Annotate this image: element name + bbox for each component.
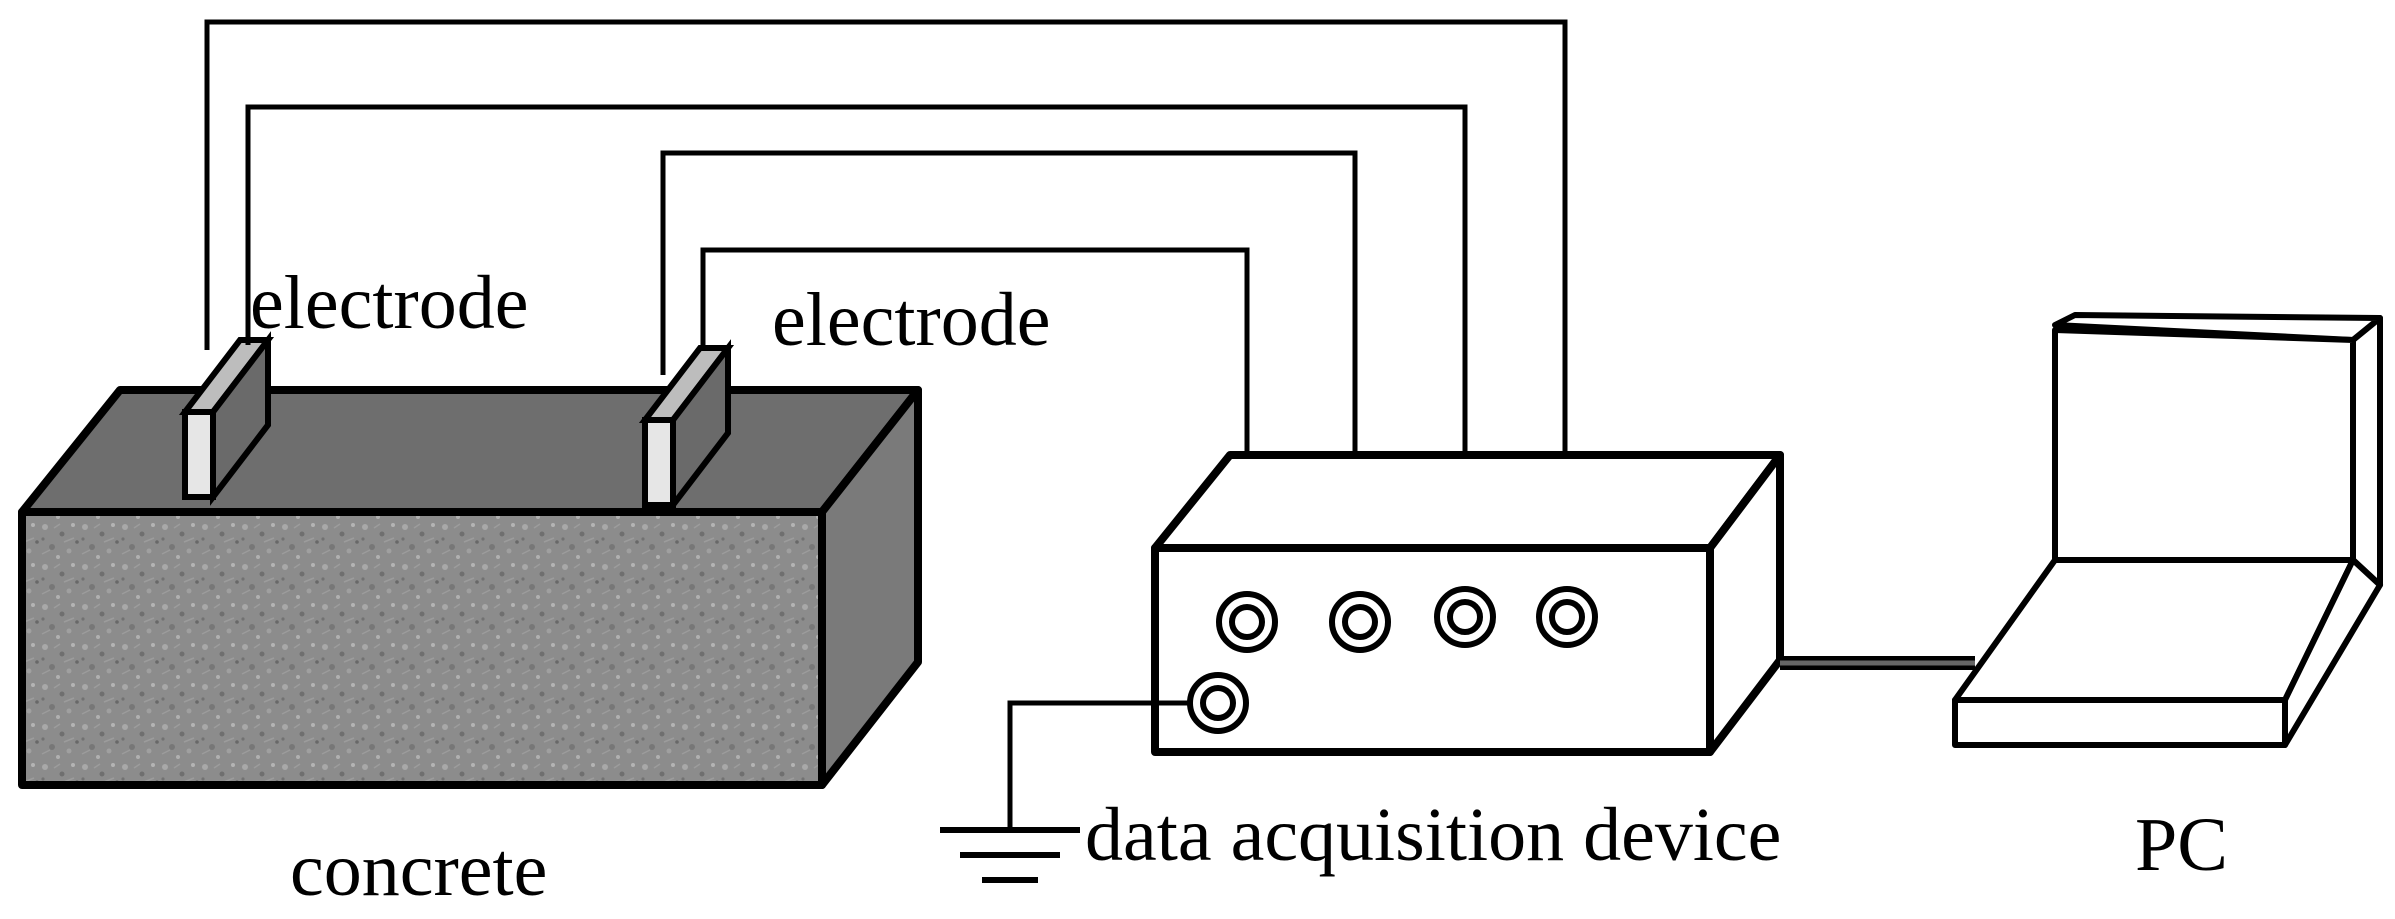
concrete-front-face xyxy=(18,508,826,789)
data-acquisition-device xyxy=(1151,451,1784,756)
daq-terminal-3 xyxy=(1434,586,1496,648)
wire-2 xyxy=(245,104,1468,598)
pc-label: PC xyxy=(2135,803,2228,887)
daq-top-face xyxy=(1151,451,1784,552)
daq-terminal-4 xyxy=(1536,586,1598,648)
concrete-block xyxy=(18,386,922,789)
wire-4 xyxy=(700,247,1250,598)
daq-terminal-2 xyxy=(1329,591,1391,653)
electrode-left-label: electrode xyxy=(250,261,528,345)
ground-symbol-icon xyxy=(940,827,1080,883)
electrode-left xyxy=(178,331,275,506)
laptop-icon xyxy=(1952,312,2383,748)
daq-terminal-1 xyxy=(1216,591,1278,653)
laptop-screen-edge xyxy=(2350,315,2383,588)
wire-1 xyxy=(204,19,1568,598)
ground-wire xyxy=(1007,700,1190,830)
laptop-screen xyxy=(2052,327,2356,563)
wires xyxy=(204,19,1568,598)
daq-ground-terminal xyxy=(1187,672,1249,734)
concrete-label: concrete xyxy=(290,828,547,912)
wire-3 xyxy=(660,150,1358,598)
laptop-base-front xyxy=(1952,697,2288,748)
daq-label: data acquisition device xyxy=(1085,793,1781,877)
concrete-top-face xyxy=(18,386,922,516)
electrode-right xyxy=(638,339,735,514)
electrode-right-label: electrode xyxy=(772,278,1050,362)
